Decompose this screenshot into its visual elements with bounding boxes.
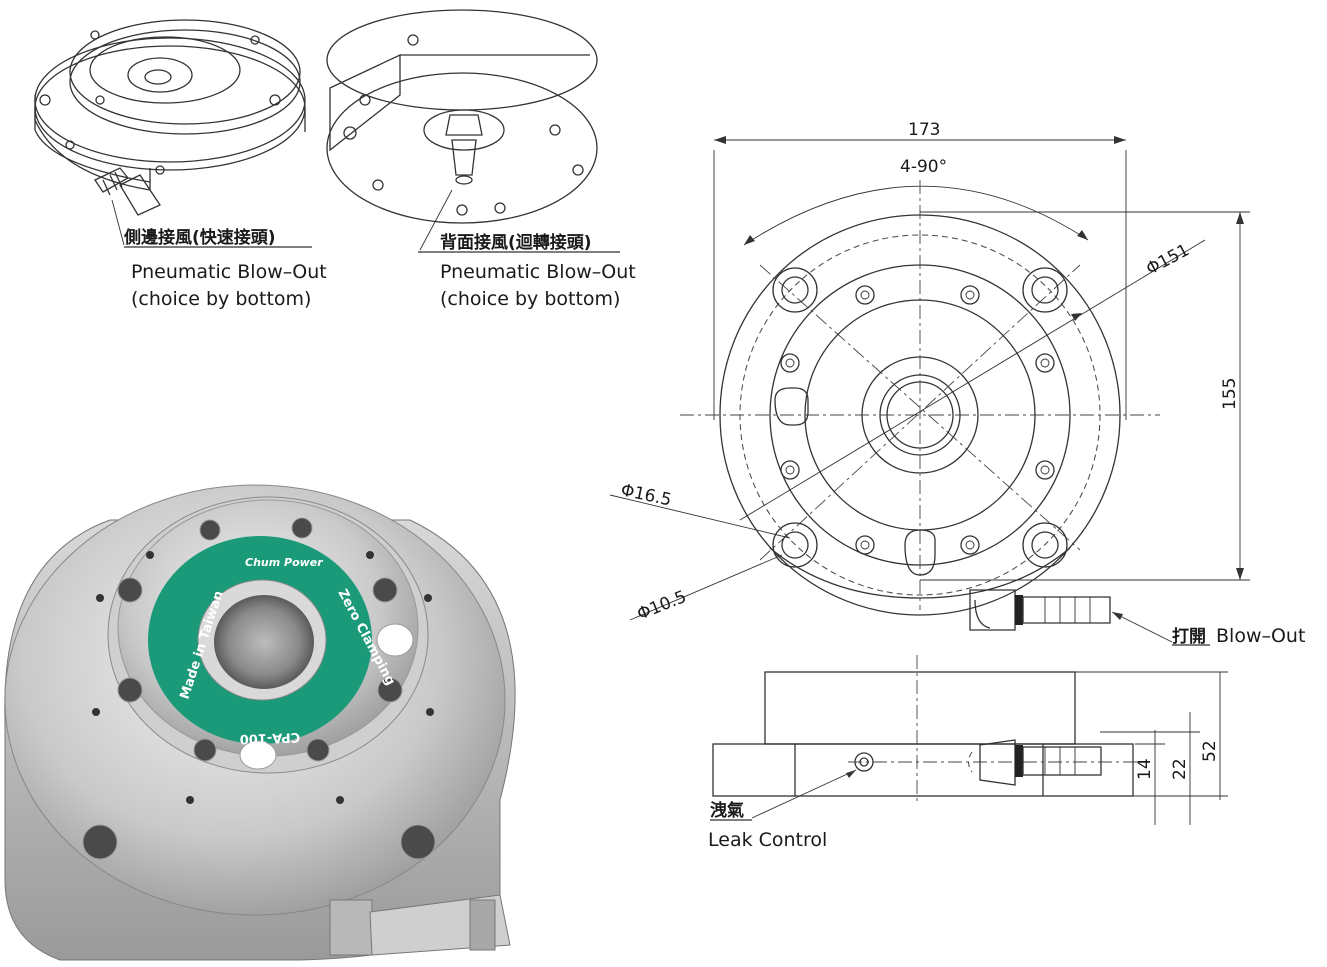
product-render: Chum Power Made in Taiwan Zero Clamping … — [4, 484, 516, 961]
leak-control-en-label: Leak Control — [708, 829, 827, 851]
dim-hole-10-5: Φ10.5 — [634, 587, 689, 625]
corner-holes — [772, 267, 1068, 568]
dim-side-14: 14 — [1135, 758, 1155, 780]
bolt-holes — [780, 285, 1055, 555]
quick-coupling-icon — [94, 167, 161, 216]
side-blowout-cn-label: 側邊接風(快速接頭) — [123, 227, 276, 248]
dim-side-22: 22 — [1170, 758, 1190, 780]
blowout-fitting-side — [968, 739, 1102, 786]
quick-coupling-render — [329, 894, 511, 956]
iso-view-back-blowout: 背面接風(迴轉接頭) Pneumatic Blow–Out (choice by… — [326, 9, 636, 310]
side-view-drawing: 14 22 52 洩氣 Leak Control — [708, 655, 1228, 851]
back-blowout-en-label-1: Pneumatic Blow–Out — [440, 261, 636, 283]
iso-view-side-blowout: 側邊接風(快速接頭) Pneumatic Blow–Out (choice by… — [34, 19, 327, 310]
back-blowout-en-label-2: (choice by bottom) — [440, 288, 620, 310]
open-blowout-cn-label: 打開 — [1172, 626, 1206, 647]
dim-outer-dia-151: Φ151 — [1143, 240, 1193, 279]
open-blowout-en-label: Blow–Out — [1216, 625, 1305, 647]
side-blowout-en-label-2: (choice by bottom) — [131, 288, 311, 310]
dim-width-173: 173 — [908, 120, 940, 140]
dim-hole-16-5: Φ16.5 — [619, 480, 673, 510]
dim-angle-4-90: 4-90° — [900, 157, 947, 177]
back-blowout-cn-label: 背面接風(迴轉接頭) — [440, 232, 592, 253]
side-blowout-en-label-1: Pneumatic Blow–Out — [131, 261, 327, 283]
dim-side-52: 52 — [1200, 740, 1220, 762]
top-view-drawing: 173 4-90° 155 Φ151 — [609, 120, 1305, 647]
leak-port-icon — [854, 752, 874, 772]
leak-control-cn-label: 洩氣 — [710, 800, 744, 821]
dim-height-155: 155 — [1220, 378, 1240, 410]
rotary-joint-icon — [423, 109, 505, 185]
brand-logo: Chum Power — [245, 556, 323, 569]
ring-text-model: CPA-100 — [239, 729, 300, 746]
blowout-fitting-top — [969, 589, 1111, 631]
